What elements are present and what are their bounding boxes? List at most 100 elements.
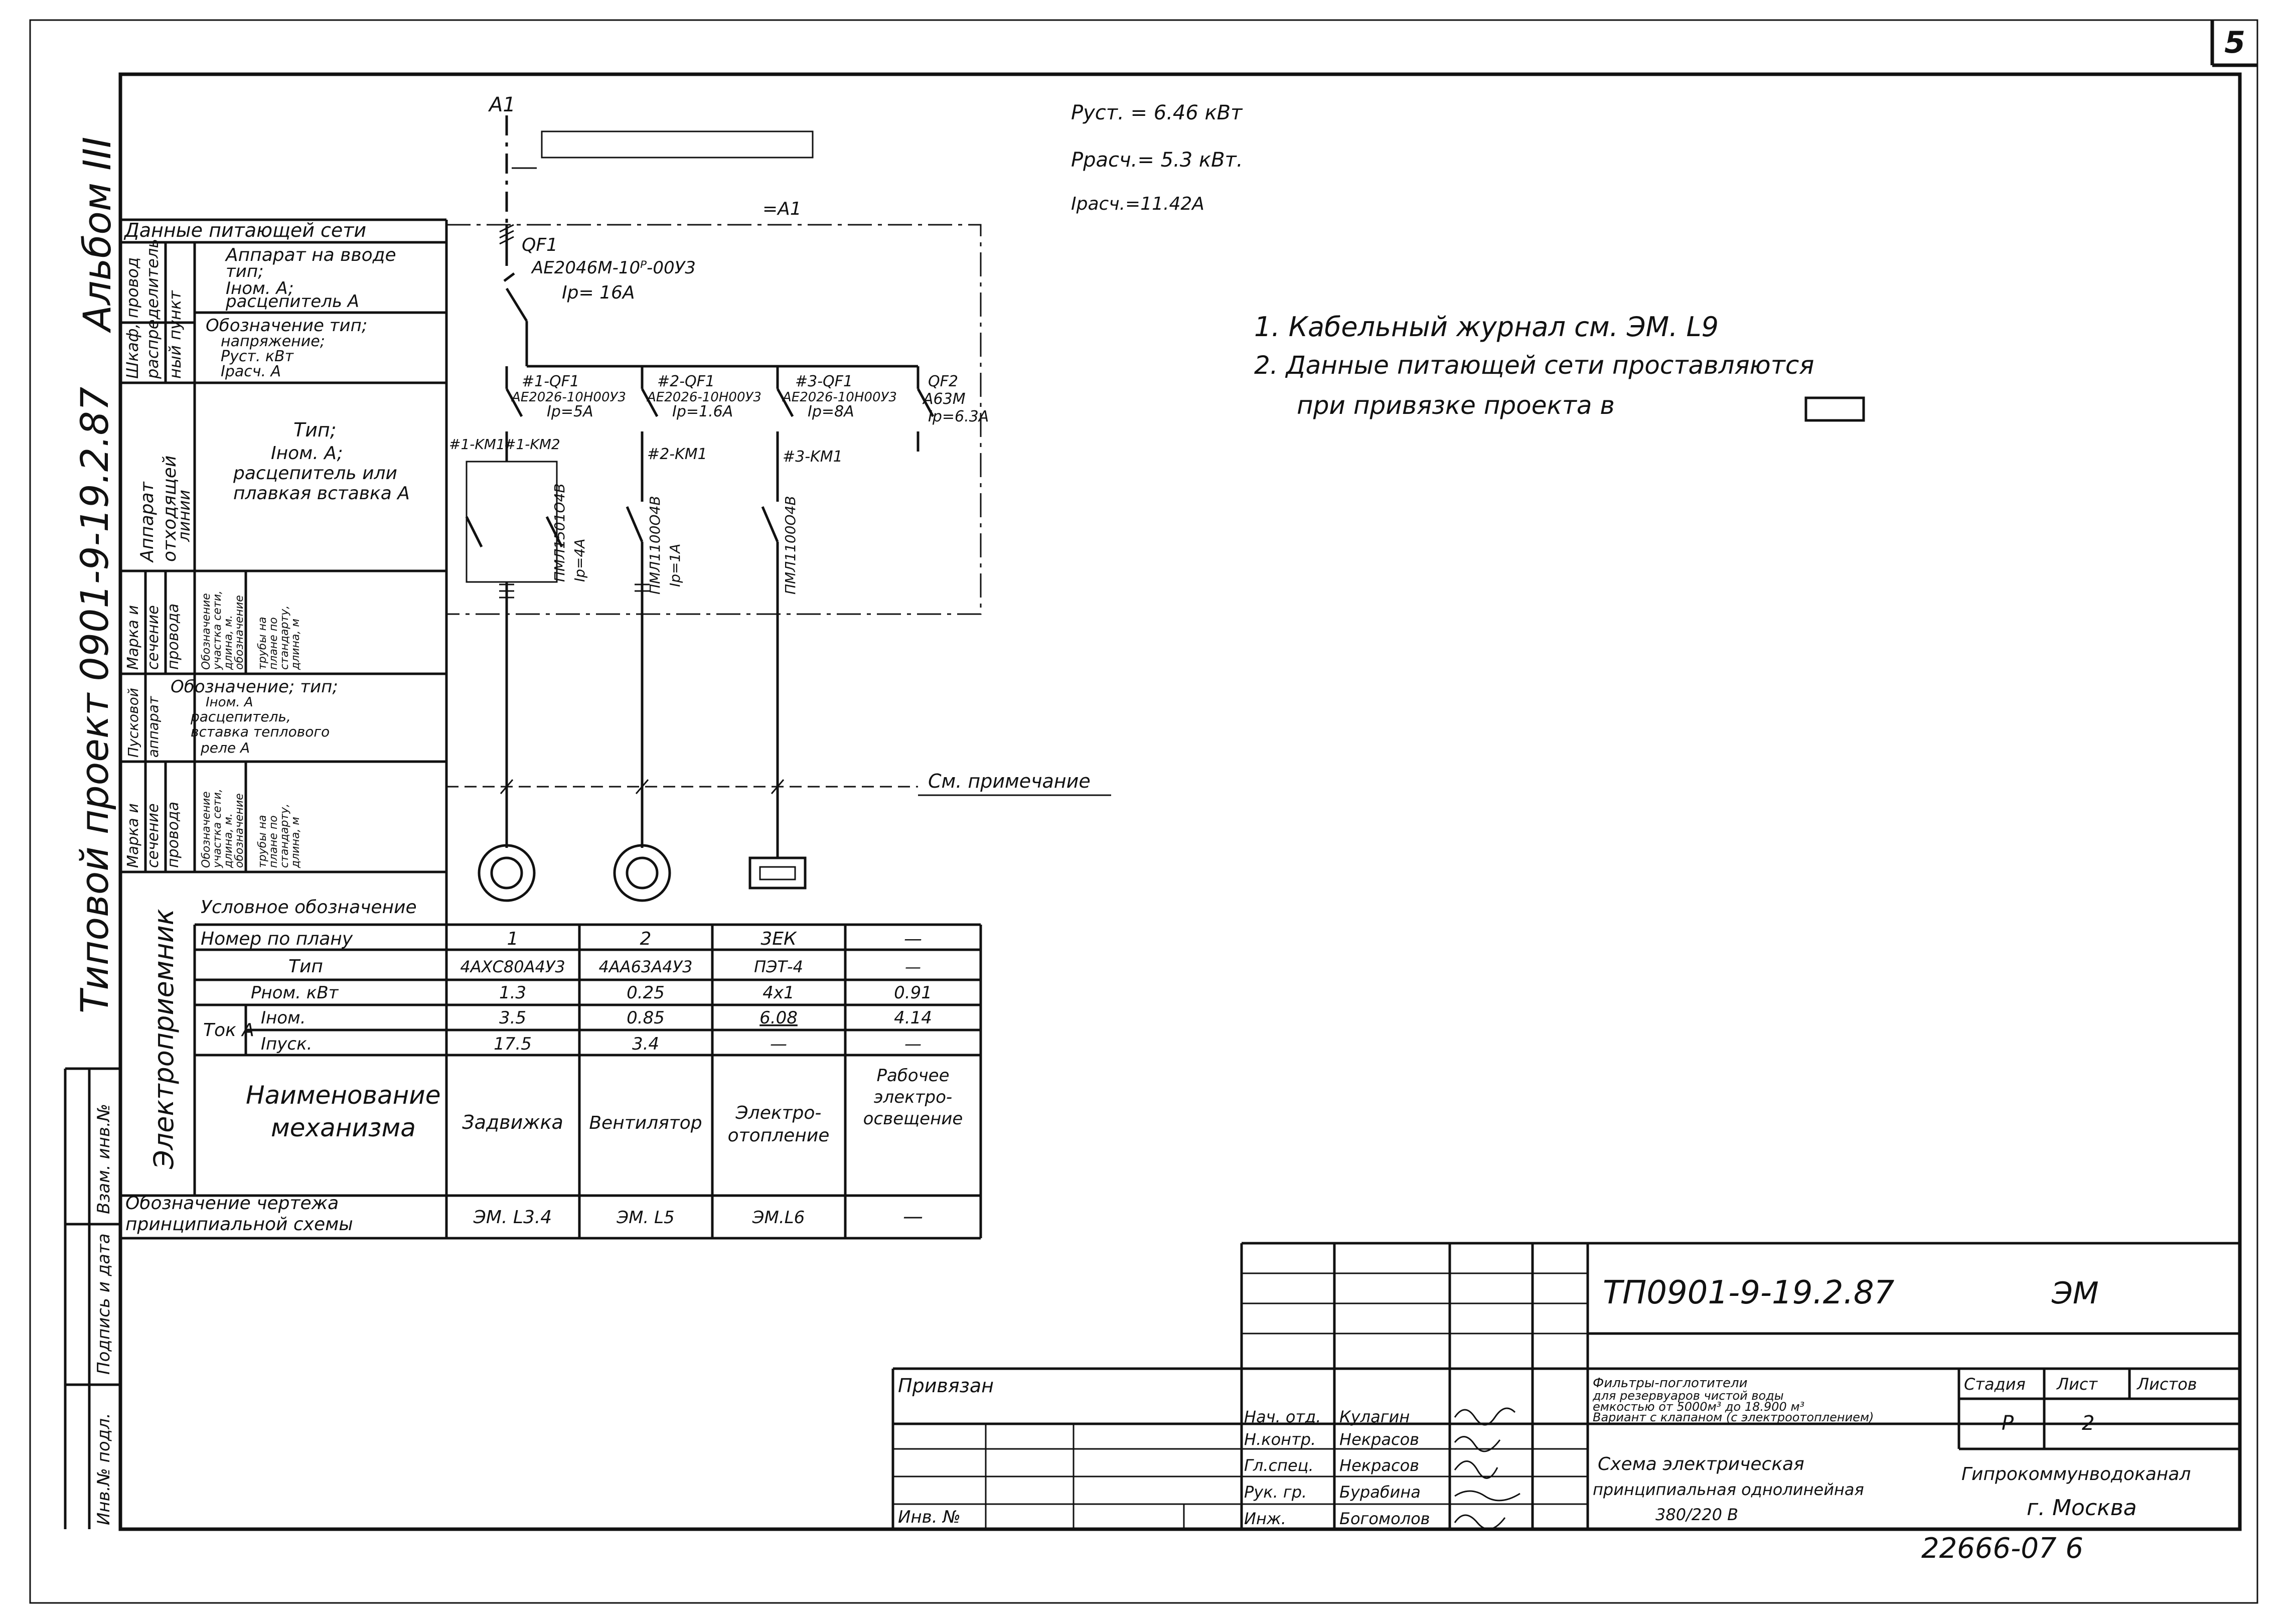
feeder-cables xyxy=(446,602,918,858)
label-distr-point-3: ный пункт xyxy=(166,290,185,379)
col3-name-2: отопление xyxy=(728,1125,830,1146)
label-k1: ПМЛ1501О4В xyxy=(551,483,568,582)
col3-no: 3ЕК xyxy=(760,929,797,949)
title-privyazan: Привязан xyxy=(898,1375,994,1397)
role-4: Инж. xyxy=(1244,1509,1286,1528)
label-intro-2: тип; xyxy=(226,261,264,281)
label-start-desc-3: расцепитель, xyxy=(190,708,291,725)
col2-ipusk: 3.4 xyxy=(632,1034,659,1054)
col1-drawing: ЭМ. L3.4 xyxy=(473,1207,552,1228)
label-intro-1: Аппарат на вводе xyxy=(225,245,396,265)
label-out-type-3: расцепитель или xyxy=(233,463,397,484)
col2-drawing: ЭМ. L5 xyxy=(616,1208,674,1228)
svg-text:длина, м.: длина, м. xyxy=(222,813,235,868)
label-out-type-4: плавкая вставка А xyxy=(233,483,410,504)
desc1-4: Вариант с клапаном (с электроотоплением) xyxy=(1593,1410,1874,1424)
label-wire2-2: сечение xyxy=(144,803,162,868)
label-wire2-3: провода xyxy=(165,802,182,868)
col3-name-1: Электро- xyxy=(735,1103,822,1123)
label-out-line-2: отходящей xyxy=(160,456,180,562)
label-ipusk: Iпуск. xyxy=(261,1034,312,1054)
svg-text:длина, м: длина, м xyxy=(289,817,302,868)
col1-type: 4АХС80А4У3 xyxy=(460,957,565,976)
col3-p: 4x1 xyxy=(763,983,794,1003)
label-km1a: #1-KM1 xyxy=(449,436,505,453)
col1-name: Задвижка xyxy=(462,1111,563,1133)
stamp-inv-podl: Инв.№ подл. xyxy=(94,1413,114,1525)
col1-no: 1 xyxy=(507,929,519,949)
motor-symbol-1 xyxy=(478,844,536,902)
label-desig-3: Pуст. кВт xyxy=(221,348,294,365)
desc1-2: для резервуаров чистой воды xyxy=(1592,1389,1784,1403)
label-br3: #3-QF1 xyxy=(795,373,853,390)
svg-text:участка сети,: участка сети, xyxy=(211,590,224,670)
desc2-3: 380/220 В xyxy=(1655,1505,1738,1524)
label-plan-no: Номер по плану xyxy=(201,929,353,949)
label-qf2: QF2 xyxy=(928,373,958,390)
svg-text:плане по: плане по xyxy=(267,815,280,868)
label-k1-i: Iр=4A xyxy=(571,539,588,582)
power-i-rasch: Iрасч.=11.42А xyxy=(1071,194,1204,214)
col4-name-1: Рабочее xyxy=(876,1066,949,1086)
label-supply-data: Данные питающей сети xyxy=(123,219,366,241)
label-out-type-1: Тип; xyxy=(293,419,337,441)
col3-ipusk: — xyxy=(770,1034,787,1054)
svg-text:Обозначение: Обозначение xyxy=(200,791,213,868)
cabinet-enclosure xyxy=(445,224,982,615)
label-br3-type: AE2026-10Н00У3 xyxy=(782,390,897,405)
col4-drawing: — xyxy=(903,1205,923,1228)
stamp-podpis: Подпись и дата xyxy=(94,1233,114,1375)
label-pnom: Pном. кВт xyxy=(251,983,339,1003)
label-start-app-2: аппарат xyxy=(145,696,162,758)
label-symbol: Условное обозначение xyxy=(201,897,417,918)
label-out-line-1: Аппарат xyxy=(137,481,158,563)
label-qf2-ip: Iр=6.3A xyxy=(928,408,989,425)
col4-type: — xyxy=(905,957,921,976)
heater-symbol xyxy=(748,856,807,890)
label-br2: #2-QF1 xyxy=(657,373,715,390)
label-distr-point-2: распределитель xyxy=(143,239,162,379)
col2-inom: 0.85 xyxy=(627,1008,665,1028)
outer-border xyxy=(29,19,2258,1604)
col2-no: 2 xyxy=(640,929,652,949)
sheet-header: Лист xyxy=(2056,1375,2098,1394)
label-k2-i: Iр=1A xyxy=(667,544,683,587)
col2-p: 0.25 xyxy=(627,983,665,1003)
name-0: Кулагин xyxy=(1339,1407,1410,1426)
role-1: Н.контр. xyxy=(1244,1430,1316,1449)
org-name: Гипрокоммунводоканал xyxy=(1961,1464,2191,1485)
label-br2-ip: Iр=1.6A xyxy=(672,403,733,420)
label-mech-1: Наименование xyxy=(246,1081,441,1110)
label-br3-ip: Iр=8A xyxy=(808,403,854,420)
label-br1-ip: Iр=5A xyxy=(547,403,593,420)
col2-name: Вентилятор xyxy=(589,1113,702,1133)
reversing-contactor-box xyxy=(466,461,558,583)
svg-text:длина, м.: длина, м. xyxy=(222,615,235,670)
name-1: Некрасов xyxy=(1339,1430,1419,1449)
wire1-length-text: Обозначение участка сети, длина, м. обоз… xyxy=(200,590,302,670)
inner-frame xyxy=(118,72,2242,1531)
label-distr-point-1: Шкаф, провод xyxy=(123,257,142,379)
label-inom: Iном. xyxy=(261,1008,306,1028)
wire2-length-text: Обозначение участка сети, длина, м. обоз… xyxy=(200,789,302,868)
branch-breakers xyxy=(505,366,935,452)
svg-text:трубы на: трубы на xyxy=(256,617,269,670)
label-out-line-3: линии xyxy=(175,490,194,542)
qf1-contact xyxy=(505,287,528,322)
label-drawing-2: принципиальной схемы xyxy=(125,1214,353,1235)
col4-inom: 4.14 xyxy=(894,1008,932,1028)
label-mech-2: механизма xyxy=(271,1113,416,1142)
label-km2: #2-KM1 xyxy=(647,446,707,463)
col4-p: 0.91 xyxy=(894,983,932,1003)
label-intro-3: Iном. A; xyxy=(226,278,294,299)
svg-text:стандарту,: стандарту, xyxy=(278,804,291,868)
svg-text:участка сети,: участка сети, xyxy=(211,789,224,868)
label-see-note: См. примечание xyxy=(928,770,1091,792)
role-0: Нач. отд. xyxy=(1244,1407,1321,1426)
name-3: Бурабина xyxy=(1339,1483,1421,1502)
sheet-number: 5 xyxy=(2224,25,2245,60)
title-block xyxy=(891,1242,2240,1529)
col4-name-3: освещение xyxy=(863,1109,963,1129)
label-current: Ток A xyxy=(203,1020,254,1041)
col4-name-2: электро- xyxy=(874,1087,952,1107)
